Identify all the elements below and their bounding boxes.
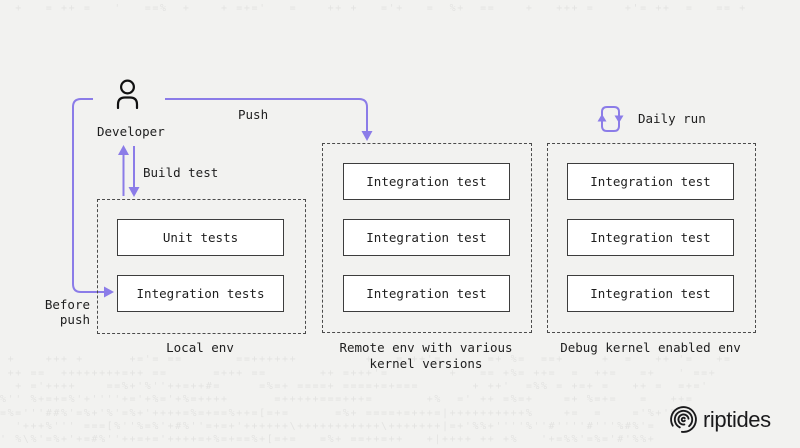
unit-tests-box: Unit tests xyxy=(117,219,284,256)
background-texture-row: + ='++++ ==%+'%''++=++#= =%=+ ====+ ====… xyxy=(0,381,709,392)
build-test-down-arrowhead xyxy=(128,187,140,197)
push-arrowhead xyxy=(361,131,373,141)
push-label: Push xyxy=(238,107,269,122)
integration-test-box: Integration test xyxy=(567,275,734,312)
integration-test-box: Integration test xyxy=(343,275,510,312)
remote-env-caption-line1: Remote env with various xyxy=(339,340,513,355)
build-test-up-arrowhead xyxy=(118,145,129,155)
remote-env-caption-line2: kernel versions xyxy=(369,356,483,371)
remote-env-container xyxy=(322,143,532,333)
background-texture-row: '+++%''' ===[%''%=%'+#%''=+=+'++++++\+++… xyxy=(0,421,656,432)
local-env-container xyxy=(97,199,306,334)
integration-tests-box: Integration tests xyxy=(117,275,284,312)
background-texture-row: + +++ + +='= == ==++++++ + = ++'= =+ %= … xyxy=(0,354,732,365)
background-texture-row: ++ == ++++++++=++ == =+++ == ++ =+++'= +… xyxy=(0,368,724,379)
background-texture-row: =%='''##%'=%+'%'=%+'++++=%=+==%++=[=+= =… xyxy=(0,408,694,419)
person-icon xyxy=(116,79,139,109)
integration-test-box: Integration test xyxy=(343,163,510,200)
integration-test-box: Integration test xyxy=(567,219,734,256)
integration-test-box: Integration test xyxy=(343,219,510,256)
background-texture-row: + = ++ = ' ==% + + =+=' = ++ + ='+ = %+ … xyxy=(0,3,747,14)
integration-test-box: Integration test xyxy=(567,163,734,200)
debug-env-caption: Debug kernel enabled env xyxy=(560,340,741,355)
ripple-spiral-icon xyxy=(670,406,697,433)
developer-label: Developer xyxy=(97,124,165,139)
riptides-wordmark: riptides xyxy=(703,407,771,432)
background-texture-row: ' %\%'=%+'+=#%''++=+='++++=+%=+==%+[=+= … xyxy=(0,434,656,445)
background-texture-row: %'' %+=+=%'+''''+='+%='+%=++++ =+++++===… xyxy=(0,394,694,405)
riptides-logo: riptides xyxy=(669,405,771,434)
build-test-label: Build test xyxy=(143,165,219,180)
local-env-caption: Local env xyxy=(166,340,234,355)
debug-env-container xyxy=(547,143,756,333)
daily-run-label: Daily run xyxy=(638,111,706,126)
daily-run-cycle-icon xyxy=(597,106,624,132)
before-push-line1: Before xyxy=(44,297,90,312)
before-push-line2: push xyxy=(59,312,90,327)
